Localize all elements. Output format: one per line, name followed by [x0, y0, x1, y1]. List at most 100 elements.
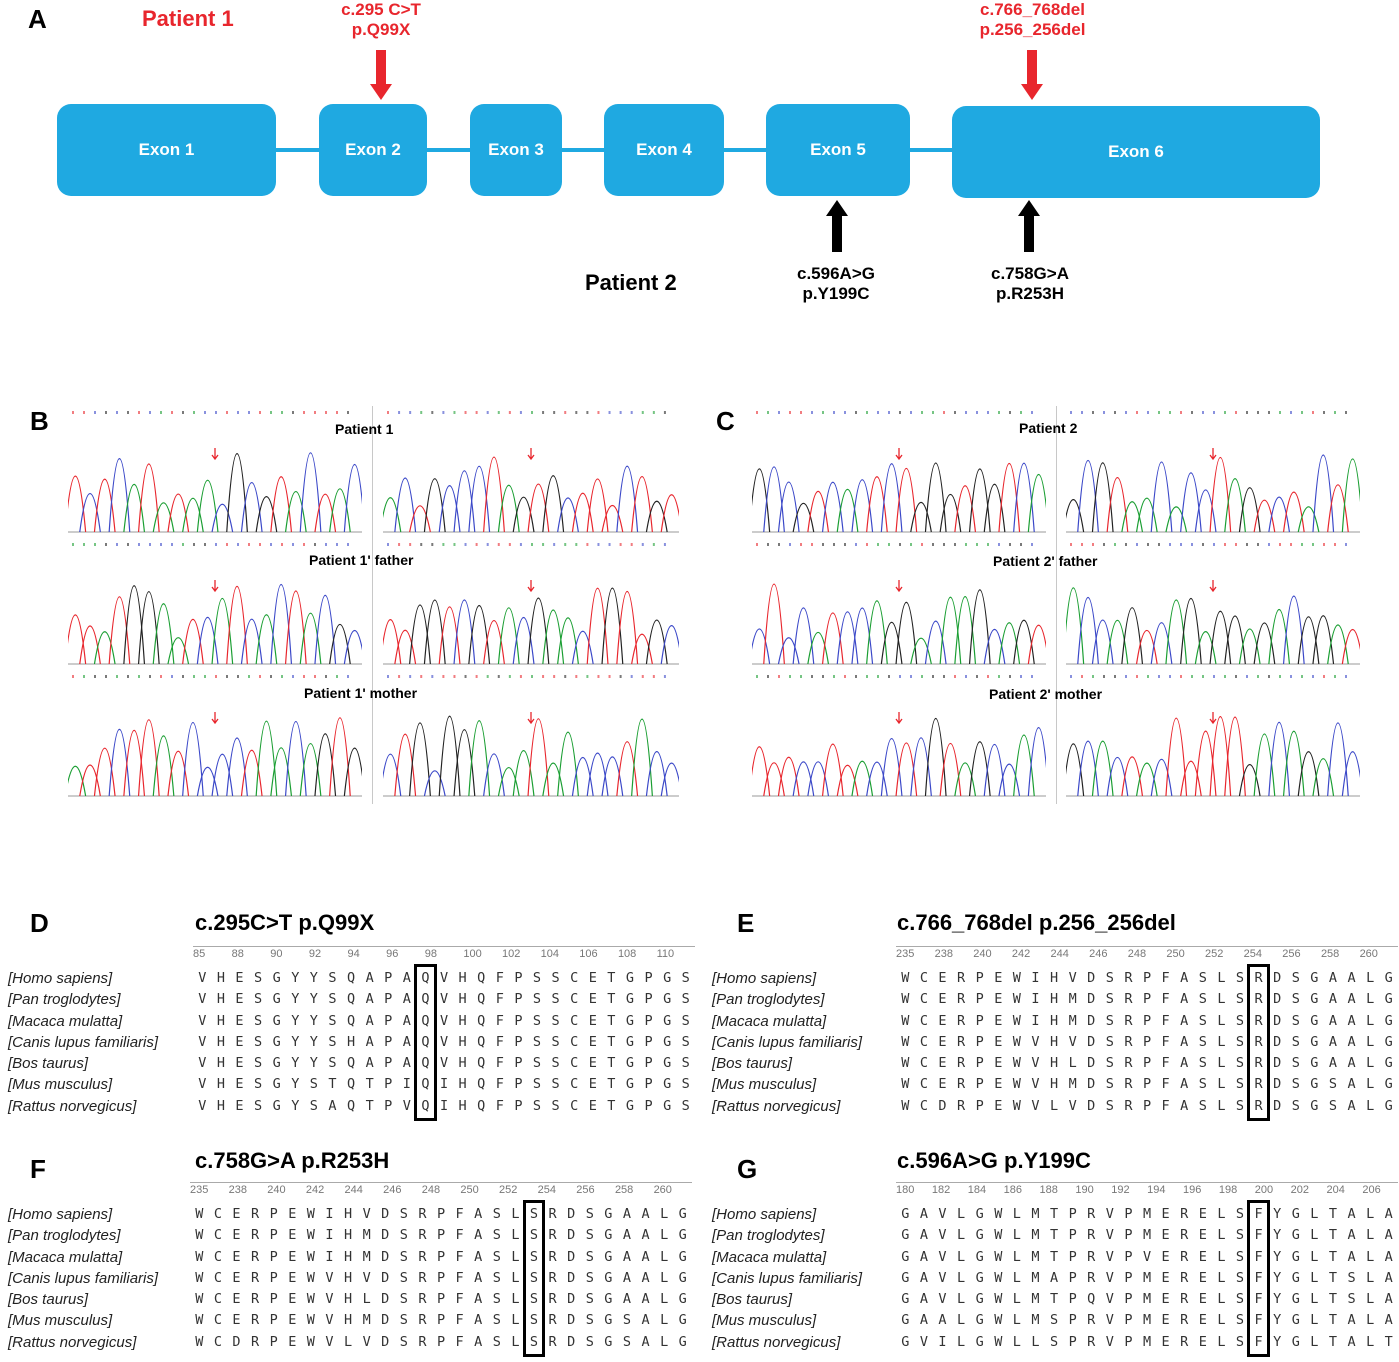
base-call-dot [83, 543, 85, 546]
chromatogram-peak [314, 733, 337, 797]
chromatogram-peak [998, 462, 1021, 533]
base-call-dot [127, 543, 129, 546]
chromatogram-peak [792, 502, 815, 533]
species-name: [Mus musculus] [712, 1076, 817, 1094]
chromatogram-peak [807, 491, 830, 533]
ruler-tick: 240 [973, 948, 992, 960]
chromatogram-peak [1312, 615, 1335, 665]
panel-g-title: c.596A>G p.Y199C [897, 1148, 1091, 1173]
species-name: [Canis lupus familiaris] [8, 1269, 159, 1287]
mutation-c596-label: c.596A>G p.Y199C [778, 264, 894, 304]
base-call-dot [1020, 411, 1022, 414]
chromatogram-base-calls [1070, 543, 1347, 546]
base-call-dot [811, 543, 813, 546]
base-call-dot [193, 675, 195, 678]
ruler-tick: 246 [1089, 948, 1108, 960]
base-call-dot [641, 543, 644, 546]
species-name: [Mus musculus] [712, 1312, 817, 1330]
chromatogram-peak [383, 619, 402, 665]
base-call-dot [1081, 675, 1083, 678]
chromatogram-peak [79, 493, 101, 533]
base-call-dot [998, 675, 1000, 678]
chromatogram-peak [409, 722, 431, 797]
chromatogram-peak [631, 633, 653, 665]
base-call-dot [1092, 675, 1094, 678]
base-call-dot [475, 543, 478, 546]
chromatogram-peak [182, 618, 204, 665]
ruler-tick: 90 [270, 948, 283, 960]
base-call-dot [270, 543, 272, 546]
chromatogram-1 [68, 448, 362, 533]
alignment-ruler-line [190, 1182, 693, 1183]
base-call-dot [442, 543, 445, 546]
conserved-residue-highlight [414, 964, 437, 1122]
base-call-dot [409, 411, 412, 414]
base-call-dot [215, 543, 217, 546]
species-name: [Macaca mulatta] [8, 1248, 123, 1266]
ruler-tick: 85 [193, 948, 206, 960]
species-name: [Macaca mulatta] [712, 1012, 827, 1030]
chromatogram-peak [1150, 461, 1173, 533]
chromatogram-peak [1268, 609, 1291, 665]
ruler-tick: 254 [537, 1184, 557, 1196]
base-call-dot [149, 411, 151, 414]
base-call-dot [1257, 411, 1259, 414]
base-call-dot [1235, 675, 1237, 678]
chromatogram-peak [557, 497, 579, 533]
chromatogram-peak [182, 497, 204, 533]
chromatogram-peak [527, 718, 550, 797]
base-call-dot [1290, 543, 1292, 546]
base-call-dot [789, 675, 791, 678]
chromatogram-peak [1268, 722, 1291, 797]
chromatogram-peak [1297, 616, 1320, 665]
base-call-dot [575, 543, 578, 546]
chromatogram-peak [152, 735, 175, 797]
base-call-dot [822, 543, 824, 546]
panel-b-divider [372, 406, 373, 804]
mutation-marker-arrow [211, 448, 219, 461]
base-call-dot [866, 675, 868, 678]
base-call-dot [325, 411, 327, 414]
base-call-dot [619, 675, 622, 678]
base-call-dot [1213, 543, 1215, 546]
ruler-tick: 100 [463, 948, 482, 960]
base-call-dot [1246, 411, 1248, 414]
chromatogram-peak [299, 743, 322, 797]
species-list: [Homo sapiens][Pan troglodytes][Macaca m… [712, 1204, 862, 1353]
base-call-dot [519, 543, 522, 546]
chromatogram-peak [483, 456, 505, 533]
chromatogram-peak [299, 452, 322, 533]
base-call-dot [1290, 675, 1292, 678]
base-call-dot [105, 675, 107, 678]
ruler-tick: 256 [1282, 948, 1301, 960]
ruler-tick: 180 [896, 1184, 915, 1196]
mutation-marker-arrow [1209, 712, 1217, 725]
chromatogram-peak [453, 599, 476, 665]
base-call-dot [1158, 675, 1160, 678]
chromatogram-peak [631, 718, 653, 797]
chromatogram-peak [1312, 758, 1335, 797]
chromatogram-peak [79, 625, 101, 665]
base-call-dot [1323, 411, 1325, 414]
base-call-dot [910, 675, 912, 678]
ruler-tick: 250 [1166, 948, 1185, 960]
chromatogram-peak [616, 591, 639, 665]
exon-5: Exon 5 [766, 104, 910, 196]
chromatogram-peak [1327, 722, 1349, 797]
base-call-dot [116, 543, 118, 546]
base-call-dot [497, 543, 500, 546]
ruler-tick: 260 [1359, 948, 1378, 960]
chromatogram-peak [586, 478, 609, 533]
base-call-dot [663, 675, 666, 678]
base-call-dot [1031, 543, 1033, 546]
mutation-marker-arrow [527, 448, 535, 461]
base-call-dot [281, 675, 283, 678]
base-call-dot [237, 675, 239, 678]
chromatogram-peak [1341, 458, 1360, 533]
base-call-dot [149, 675, 151, 678]
chromatogram-peak [1341, 628, 1360, 665]
